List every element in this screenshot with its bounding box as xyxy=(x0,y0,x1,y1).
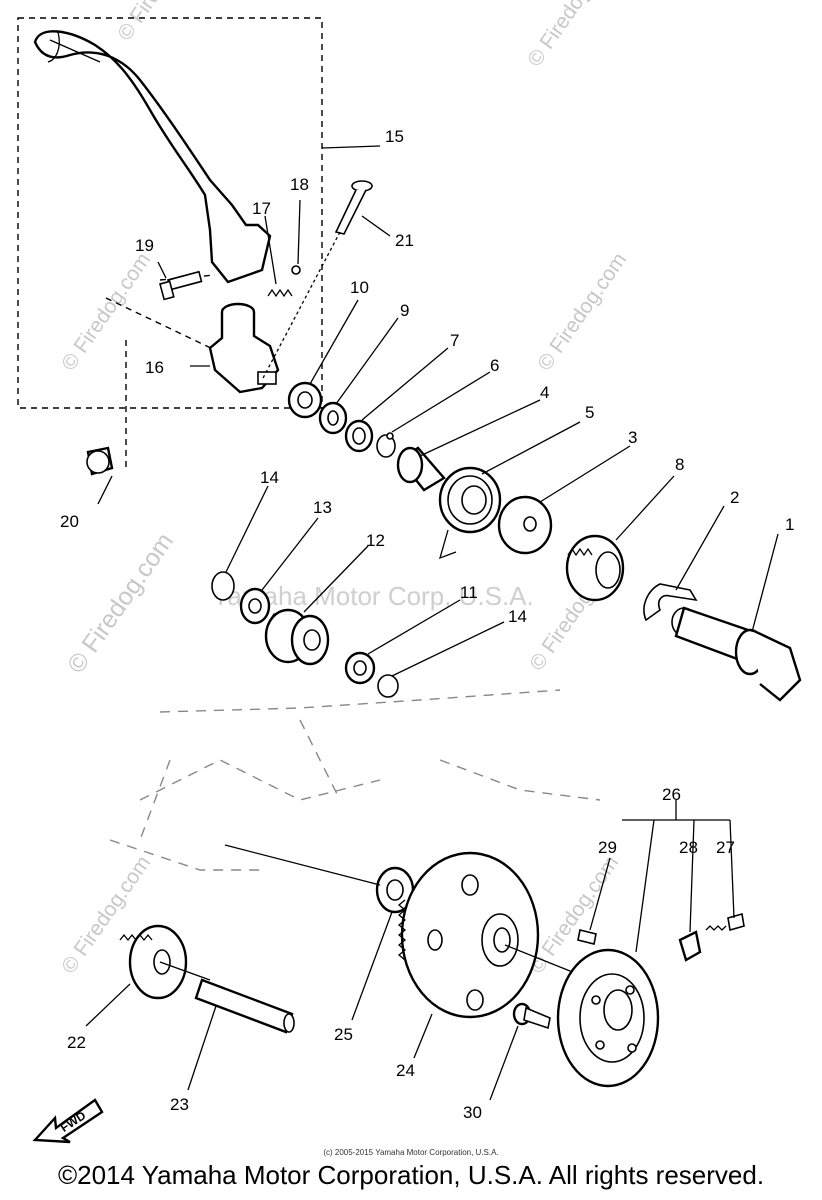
kick-lever-assembly-box xyxy=(17,17,323,409)
collar-20 xyxy=(86,446,114,476)
callout-23: 23 xyxy=(170,1095,189,1114)
washer-10 xyxy=(287,381,323,419)
callout-25: 25 xyxy=(334,1025,353,1044)
callout-5: 5 xyxy=(585,403,594,422)
watermark: © Firedog.com xyxy=(113,0,211,45)
watermark: © Firedog.com xyxy=(533,249,631,375)
callout-16: 16 xyxy=(145,358,164,377)
spring-cap-28 xyxy=(678,930,702,962)
idle-gear-12 xyxy=(264,608,330,666)
callout-6: 6 xyxy=(490,356,499,375)
spring-guide-4 xyxy=(396,446,446,492)
callout-2: 2 xyxy=(730,488,739,507)
callout-14: 14 xyxy=(508,607,527,626)
starter-wheel-gear-24 xyxy=(397,851,581,1019)
plate-washer-3 xyxy=(497,495,553,555)
kick-lever xyxy=(33,30,272,284)
washer-13 xyxy=(239,587,271,625)
callout-28: 28 xyxy=(679,838,698,857)
crankcase-outline xyxy=(109,689,601,871)
callout-15: 15 xyxy=(385,127,404,146)
callout-labels: 1 2 3 4 5 6 7 8 9 10 11 12 13 14 14 15 1… xyxy=(60,127,794,1122)
circlip-6 xyxy=(376,432,396,458)
washer-11 xyxy=(344,651,376,685)
callout-10: 10 xyxy=(350,278,369,297)
callout-13: 13 xyxy=(313,498,332,517)
callout-29: 29 xyxy=(598,838,617,857)
callout-11: 11 xyxy=(460,583,478,602)
leader-lines xyxy=(85,145,779,1101)
roller-29 xyxy=(577,929,597,945)
copyright-small: (c) 2005-2015 Yamaha Motor Corporation, … xyxy=(323,1148,499,1157)
callout-26: 26 xyxy=(662,785,681,804)
watermark: © Firedog.com xyxy=(57,249,155,375)
callout-22: 22 xyxy=(67,1033,86,1052)
circlip-14a xyxy=(211,571,235,601)
starter-clutch-26 xyxy=(556,948,660,1088)
clip-2 xyxy=(643,583,698,622)
callout-8: 8 xyxy=(675,455,684,474)
fwd-arrow: FWD xyxy=(32,1098,104,1144)
copyright-notice: ©2014 Yamaha Motor Corporation, U.S.A. A… xyxy=(57,1160,765,1190)
ratchet-wheel-8 xyxy=(565,534,625,602)
bolt-19 xyxy=(159,270,203,301)
bolt-30 xyxy=(512,1002,551,1030)
callout-9: 9 xyxy=(400,301,409,320)
callout-24: 24 xyxy=(396,1061,415,1080)
spring-17 xyxy=(267,288,293,298)
callout-27: 27 xyxy=(716,838,735,857)
callout-4: 4 xyxy=(540,383,549,402)
bolt-21 xyxy=(334,180,373,235)
kick-boss xyxy=(208,302,280,394)
callout-20: 20 xyxy=(60,512,79,531)
callout-17: 17 xyxy=(252,199,271,218)
callout-19: 19 xyxy=(135,236,154,255)
callout-30: 30 xyxy=(463,1103,482,1122)
callout-7: 7 xyxy=(450,331,459,350)
kick-axle-1 xyxy=(671,606,802,702)
torsion-spring-5 xyxy=(438,466,502,560)
circlip-9 xyxy=(318,401,348,435)
ball-18 xyxy=(291,265,301,275)
callout-14: 14 xyxy=(260,468,279,487)
primary-drive-gear-22 xyxy=(119,924,211,1000)
callout-3: 3 xyxy=(628,428,637,447)
leader-dashed-16 xyxy=(105,297,216,351)
circlip-14b xyxy=(377,674,399,698)
callout-12: 12 xyxy=(366,531,385,550)
shaft-23 xyxy=(194,978,295,1034)
callout-1: 1 xyxy=(785,515,794,534)
watermark: © Firedog.com xyxy=(62,528,179,679)
spring-27 xyxy=(705,912,745,932)
callout-21: 21 xyxy=(395,231,414,250)
callout-18: 18 xyxy=(290,175,309,194)
watermark: © Firedog.com xyxy=(523,0,621,71)
washer-7 xyxy=(344,419,374,453)
leader-21-dash xyxy=(261,231,341,381)
